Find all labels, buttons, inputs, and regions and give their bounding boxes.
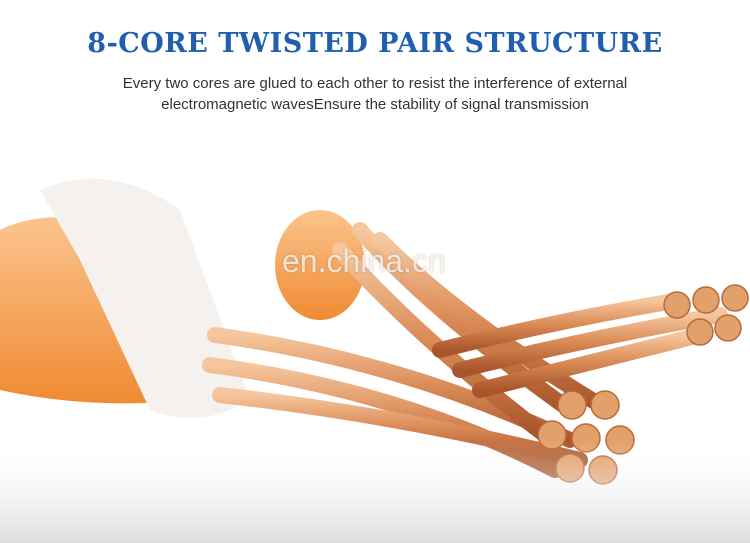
cable-illustration — [0, 178, 750, 543]
watermark: en.china.cn — [282, 243, 446, 279]
page-title: 8-Core Twisted Pair Structure — [87, 28, 663, 59]
subtitle-line-2: electromagnetic wavesEnsure the stabilit… — [161, 96, 589, 113]
white-insulation — [40, 178, 250, 418]
orange-insulation-end — [275, 210, 365, 320]
subtitle: Every two cores are glued to each other … — [0, 73, 750, 115]
subtitle-line-1: Every two cores are glued to each other … — [122, 75, 628, 92]
